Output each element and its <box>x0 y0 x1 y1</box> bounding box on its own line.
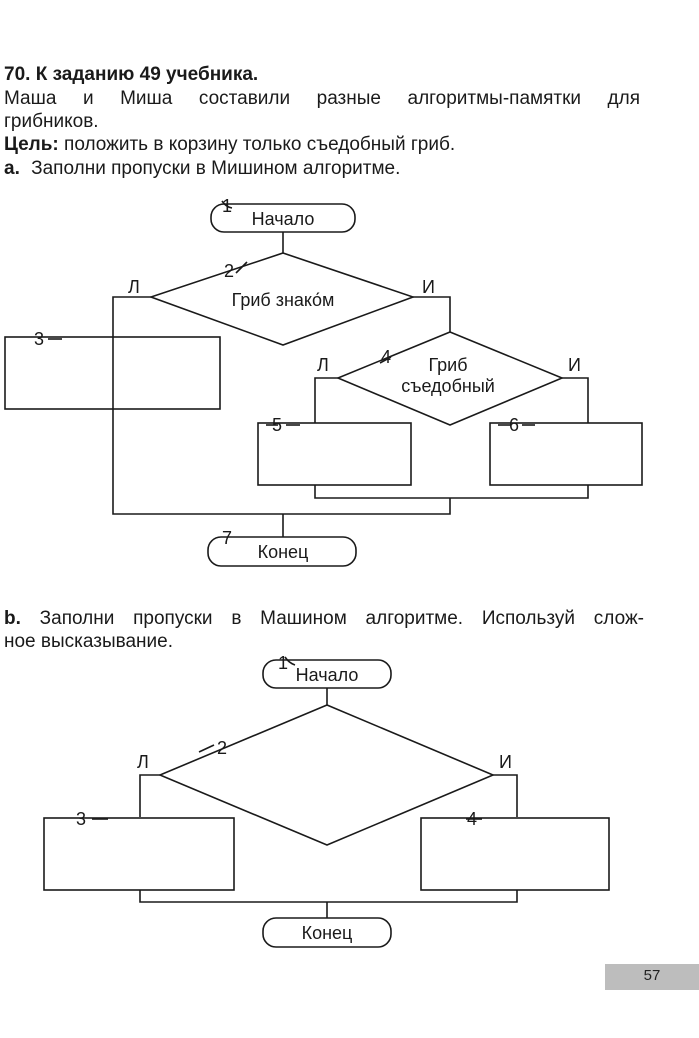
flowchart-a-num-4: 4 <box>381 347 391 367</box>
flowchart-a-decision-1 <box>148 252 416 346</box>
flowchart-a-box-3 <box>4 336 221 410</box>
task-b-line-2: ное высказывание. <box>4 631 174 652</box>
flowchart-a-num-6: 6 <box>509 415 519 435</box>
intro-line-2: грибников. <box>4 111 99 132</box>
flowchart-a-decision-1-label: Гриб знако́м <box>232 290 335 310</box>
flowchart-a-num-2: 2 <box>224 261 234 281</box>
flowchart-a-true-label-2: И <box>568 355 581 375</box>
flowchart-b-end-label: Конец <box>302 923 353 943</box>
flowchart-b-num-3: 3 <box>76 809 86 829</box>
task-b-text-1: Заполни пропуски в Машином алгоритме. Ис… <box>39 608 644 629</box>
goal-text: положить в корзину только съедобный гриб… <box>64 134 456 155</box>
flowchart-b-false-label: Л <box>137 752 149 772</box>
flowchart-a-num-1: 1 <box>222 196 232 216</box>
flowchart-b-start-label: Начало <box>296 665 359 685</box>
exercise-title: 70. К заданию 49 учебника. <box>4 64 258 86</box>
task-a-text: Заполни пропуски в Мишином алгоритме. <box>31 158 401 179</box>
flowchart-b-box-3 <box>43 817 235 891</box>
flowchart-a-num-7: 7 <box>222 528 232 548</box>
flowchart-a-end-label: Конец <box>258 542 309 562</box>
flowchart-b-num-2: 2 <box>217 738 227 758</box>
flowchart-a-true-label-1: И <box>422 277 435 297</box>
intro-line-1: Маша и Миша составили разные алгоритмы-п… <box>4 88 640 109</box>
page-number-box: 57 <box>605 964 699 990</box>
flowchart-a-false-label-1: Л <box>128 277 140 297</box>
flowchart-a-box-5 <box>257 422 412 486</box>
flowchart-a-decision-2-line-2: съедобный <box>401 376 495 396</box>
exercise-number: 70. <box>4 64 31 85</box>
flowchart-a-num-3: 3 <box>34 329 44 349</box>
flowchart-a-start-label: Начало <box>252 209 315 229</box>
flowchart-b-true-label: И <box>499 752 512 772</box>
flowchart-a-num-5: 5 <box>272 415 282 435</box>
flowchart-b-end-terminal <box>262 917 392 948</box>
goal-label: Цель: <box>4 134 59 155</box>
exercise-heading: К заданию 49 учебника. <box>35 64 259 85</box>
task-a-letter: a. <box>4 158 20 179</box>
flowchart-a: Начало Гриб знако́м Гриб съедобный Конец… <box>4 196 643 567</box>
flowchart-a-box-6 <box>489 422 643 486</box>
task-b-letter: b. <box>4 608 21 629</box>
flowchart-a-false-label-2: Л <box>317 355 329 375</box>
flowchart-b-decision <box>157 704 496 846</box>
flowchart-b-num-4: 4 <box>467 809 477 829</box>
flowchart-a-decision-2 <box>335 331 565 426</box>
page-number: 57 <box>643 967 661 984</box>
flowchart-a-decision-2-line-1: Гриб <box>428 355 467 375</box>
goal-line: Цель: положить в корзину только съедобны… <box>4 134 455 156</box>
task-b-line-1: b. Заполни пропуски в Машином алгоритме.… <box>4 608 644 630</box>
flowchart-b-box-4 <box>420 817 610 891</box>
task-a-line: a. Заполни пропуски в Мишином алгоритме. <box>4 158 400 180</box>
flowchart-b-num-1: 1 <box>278 653 288 673</box>
flowchart-a-end-terminal <box>207 536 357 567</box>
